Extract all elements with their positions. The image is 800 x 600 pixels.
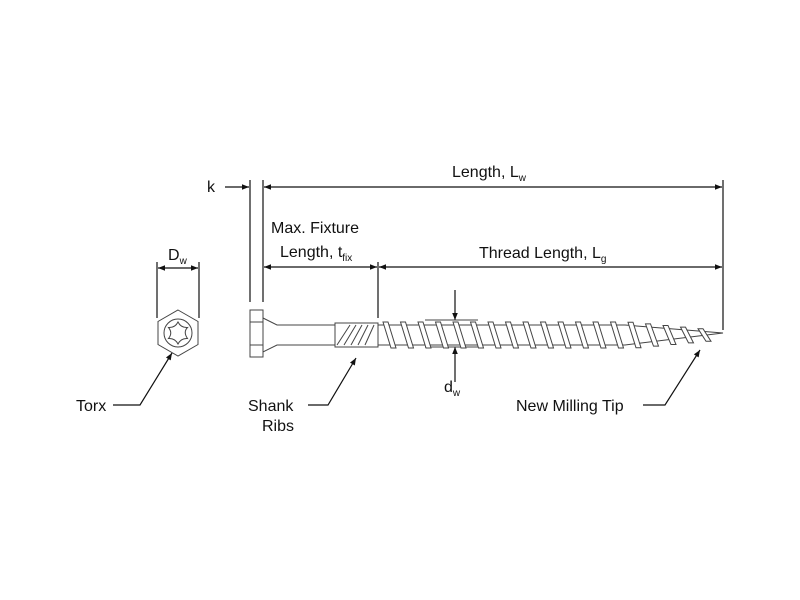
thread-flight bbox=[539, 321, 555, 349]
ribs-label: Ribs bbox=[262, 418, 294, 435]
thread-flight bbox=[504, 321, 520, 349]
length-label: Length, Lw bbox=[452, 164, 527, 184]
shank-rib bbox=[350, 324, 363, 346]
screw-side-view bbox=[249, 309, 724, 358]
thread-flight bbox=[487, 321, 502, 349]
thread-flight bbox=[382, 321, 397, 349]
thread-flight bbox=[399, 321, 415, 349]
thread-flight bbox=[452, 321, 467, 349]
milling-tip-label: New Milling Tip bbox=[516, 398, 624, 415]
thread-flight bbox=[627, 321, 642, 349]
thread-flight bbox=[522, 321, 537, 349]
shank-rib bbox=[336, 324, 351, 346]
thread-flight bbox=[644, 323, 660, 347]
fixture-label-line1: Max. Fixture bbox=[271, 220, 359, 237]
shank-rib bbox=[364, 324, 375, 346]
torx-head-view bbox=[157, 309, 199, 357]
thread-flight bbox=[434, 321, 450, 349]
k-label: k bbox=[207, 179, 216, 196]
shank-rib bbox=[343, 324, 357, 346]
thread-flight bbox=[609, 321, 625, 349]
thread-length-label: Thread Length, Lg bbox=[479, 245, 606, 265]
thread-diameter-label: dw bbox=[444, 379, 461, 399]
head-diameter-label: Dw bbox=[168, 247, 188, 267]
thread-flight bbox=[662, 324, 677, 346]
extension-lines bbox=[156, 180, 724, 330]
fixture-label-line2: Length, tfix bbox=[280, 244, 352, 264]
thread-flight bbox=[574, 321, 590, 349]
thread-flight bbox=[697, 328, 712, 342]
shank-rib bbox=[357, 324, 369, 346]
torx-star-icon bbox=[167, 320, 189, 346]
shank-label: Shank bbox=[248, 398, 294, 415]
torx-label: Torx bbox=[76, 398, 106, 415]
thread-flight bbox=[469, 321, 485, 349]
thread-flight bbox=[417, 321, 432, 349]
thread-flight bbox=[592, 321, 607, 349]
thread-flight bbox=[679, 326, 695, 344]
thread-flight bbox=[557, 321, 572, 349]
